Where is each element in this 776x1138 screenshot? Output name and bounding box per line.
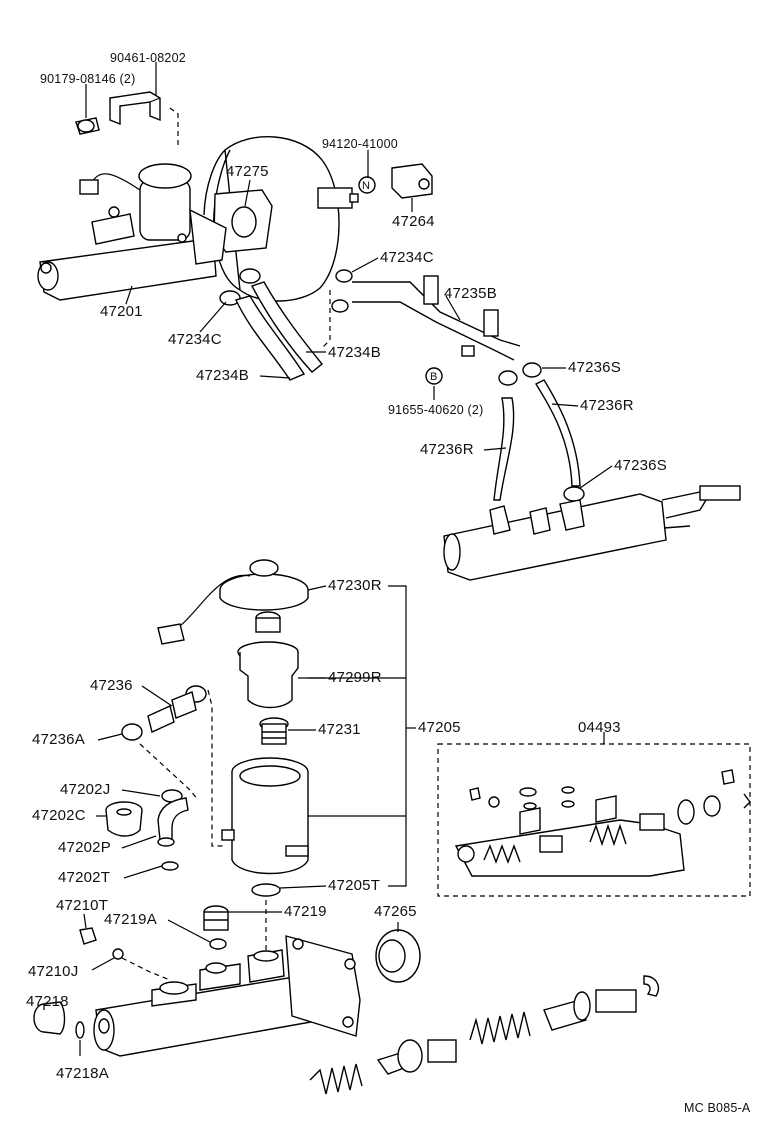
hose-47236R-left	[493, 397, 515, 501]
label-47210J: 47210J	[28, 963, 79, 980]
washer-dashed-line	[121, 957, 171, 981]
clamp-47234C-left	[219, 268, 261, 306]
label-90461-08202: 90461-08202	[110, 51, 186, 65]
label-47210T: 47210T	[56, 897, 109, 914]
piston-kit-bottom	[309, 975, 660, 1095]
reservoir-dashed-line	[207, 689, 224, 847]
mark-b-circle	[425, 367, 443, 385]
bolt-47210T	[79, 927, 97, 945]
label-47236S-bottom: 47236S	[614, 457, 667, 474]
label-47205T: 47205T	[328, 877, 381, 894]
master-cylinder-top	[37, 163, 227, 301]
clamp-47236S-a	[498, 370, 518, 386]
label-47230R: 47230R	[328, 577, 382, 594]
label-47234C-left: 47234C	[168, 331, 222, 348]
repair-kit-contents	[454, 769, 751, 877]
union-47219	[203, 905, 229, 931]
label-47234B-right: 47234B	[328, 344, 381, 361]
label-47218: 47218	[26, 993, 69, 1010]
label-94120-41000: 94120-41000	[322, 137, 398, 151]
hose-47234B-b	[250, 281, 323, 373]
diagram-code: MC B085-A	[684, 1101, 751, 1115]
washer-47202T	[161, 861, 179, 871]
nut-90179	[75, 117, 100, 135]
elbow-47202P	[157, 797, 189, 847]
grommet-47202C	[105, 801, 143, 837]
clamp-47236S-b	[522, 362, 542, 378]
brake-booster	[203, 136, 359, 302]
leader-lines	[43, 62, 613, 1056]
master-cylinder-right	[443, 485, 741, 581]
hose-dashed-line	[139, 743, 199, 801]
mark-b: B	[430, 371, 438, 383]
hose-47236	[121, 685, 207, 741]
label-47275: 47275	[226, 163, 269, 180]
label-04493: 04493	[578, 719, 621, 736]
label-47234B-left: 47234B	[196, 367, 249, 384]
label-47236: 47236	[90, 677, 133, 694]
label-47236A: 47236A	[32, 731, 85, 748]
label-47219A: 47219A	[104, 911, 157, 928]
label-47218A: 47218A	[56, 1065, 109, 1082]
label-47202J: 47202J	[60, 781, 111, 798]
label-47234C-right: 47234C	[380, 249, 434, 266]
label-47201: 47201	[100, 303, 143, 320]
label-47202C: 47202C	[32, 807, 86, 824]
label-47231: 47231	[318, 721, 361, 738]
label-47219: 47219	[284, 903, 327, 920]
repair-kit-box	[437, 743, 751, 897]
seal-47219A	[209, 938, 227, 950]
master-cylinder-bottom	[93, 935, 361, 1057]
pipe-47235B	[331, 269, 521, 361]
mark-n: N	[362, 180, 371, 192]
label-91655-40620: 91655-40620 (2)	[388, 403, 484, 417]
label-47202P: 47202P	[58, 839, 111, 856]
label-90179-08146: 90179-08146 (2)	[40, 72, 136, 86]
label-47299R: 47299R	[328, 669, 382, 686]
label-47205: 47205	[418, 719, 461, 736]
label-47236R-left: 47236R	[420, 441, 474, 458]
clamp-47236S-c	[563, 486, 585, 502]
reservoir-body	[221, 757, 309, 875]
assembly-dashed-line	[169, 107, 179, 148]
seal-47265	[375, 929, 421, 983]
bracket-90461	[109, 91, 161, 126]
grommet-47205T	[251, 883, 281, 897]
plug-47218	[33, 1001, 66, 1035]
label-47202T: 47202T	[58, 869, 111, 886]
filter-47299R	[237, 641, 299, 709]
hose-47236R-right	[535, 379, 581, 487]
washer-47210J	[112, 948, 124, 960]
label-47236R-right: 47236R	[580, 397, 634, 414]
label-47236S-top: 47236S	[568, 359, 621, 376]
label-47264: 47264	[392, 213, 435, 230]
pipe-dashed-line	[321, 290, 331, 349]
block-47264	[391, 163, 433, 199]
washer-47218A	[75, 1021, 85, 1039]
hose-47234B-a	[235, 295, 306, 381]
strainer-47231	[259, 717, 289, 745]
label-47235B: 47235B	[444, 285, 497, 302]
mark-n-circle	[358, 176, 376, 194]
reservoir-cap-47230R	[157, 559, 309, 645]
label-47265: 47265	[374, 903, 417, 920]
